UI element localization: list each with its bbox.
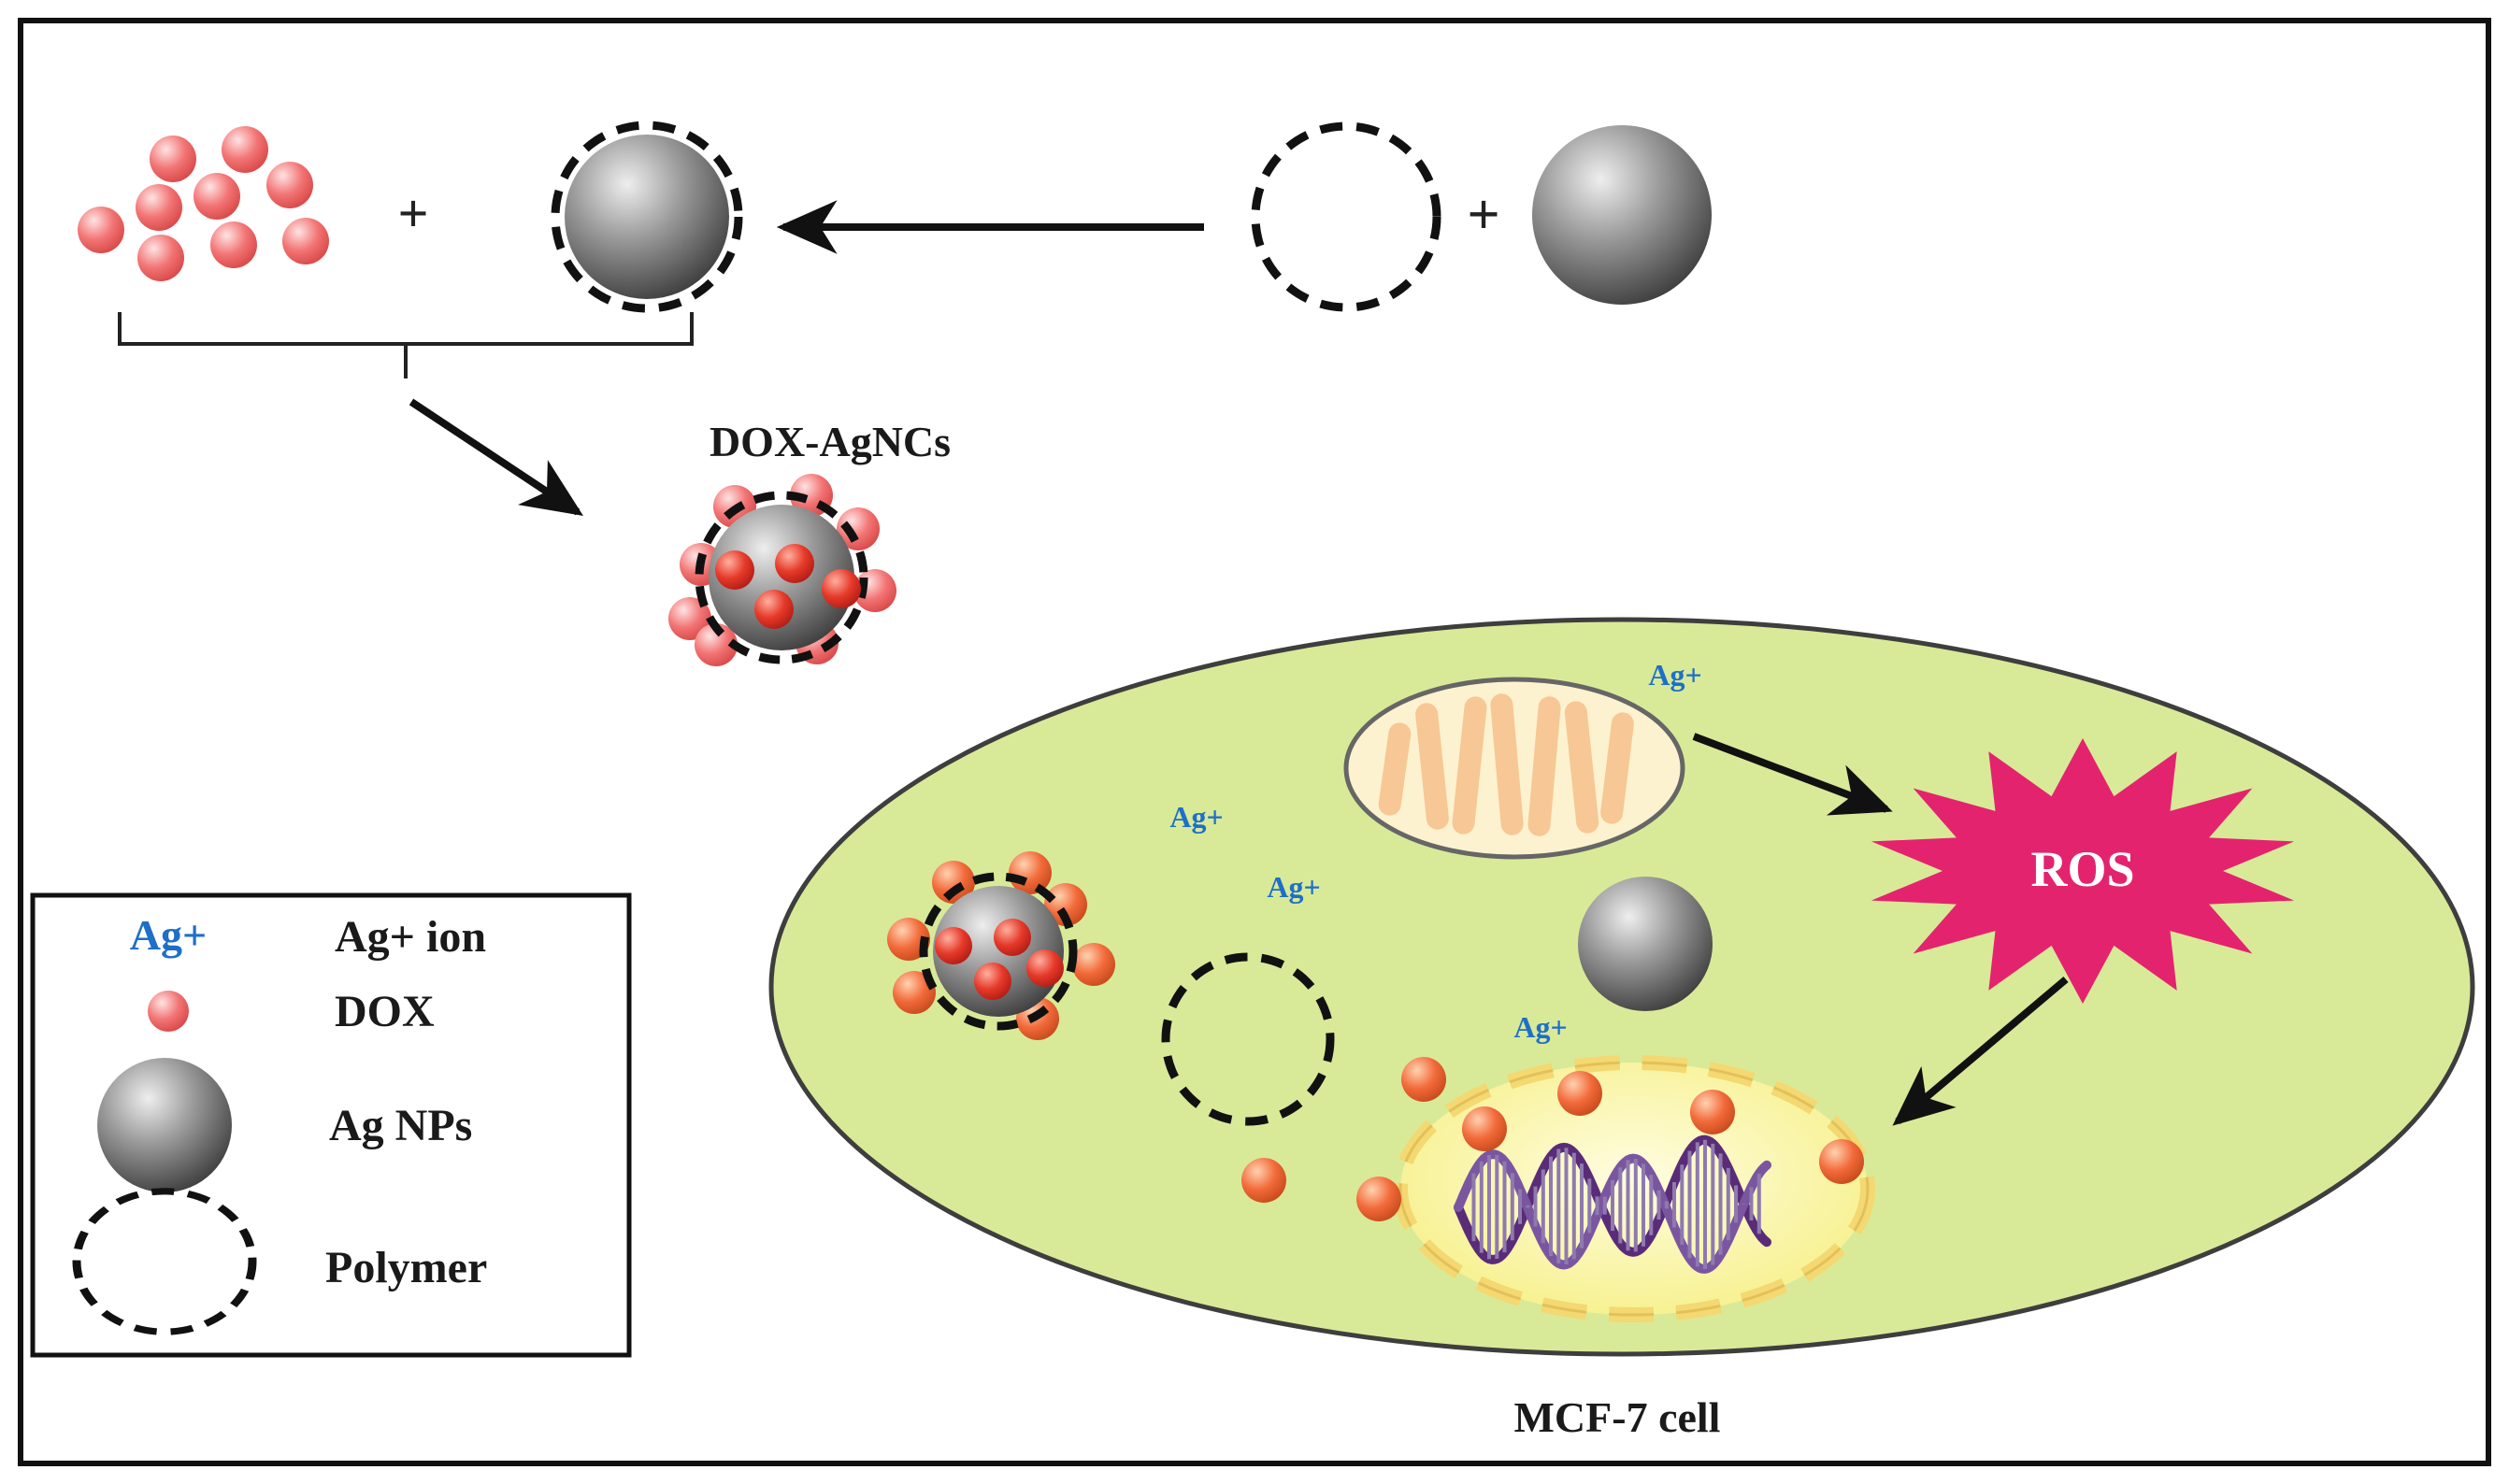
dox-molecule — [1241, 1158, 1286, 1203]
mito-to-ros-arrow — [1692, 733, 1893, 816]
agnc-core — [933, 886, 1064, 1017]
dox-molecule — [1462, 1106, 1507, 1151]
dox-molecule — [78, 207, 124, 253]
combine-bracket — [118, 312, 694, 378]
dox-molecule — [150, 136, 196, 182]
mitochondrion — [1343, 677, 1685, 860]
dox-molecule — [1401, 1057, 1446, 1102]
ros-burst: ROS — [1871, 738, 2295, 1004]
dox-molecule — [194, 173, 240, 220]
legend-polymer-symbol — [72, 1188, 257, 1335]
legend: Ag+ Ag+ ion DOX Ag NPs Polymer — [30, 892, 632, 1358]
mcf7-cell: ROS Ag+ Ag+ Ag+ Ag+ — [768, 617, 2475, 1357]
ag-ion-label: Ag+ — [1169, 800, 1223, 834]
dox-molecule — [1690, 1090, 1735, 1134]
legend-label-dox: DOX — [335, 987, 435, 1036]
dox-loaded-layer — [935, 919, 1064, 1000]
conjugate-label: DOX-AgNCs — [710, 418, 951, 465]
plus-sign-right: + — [1467, 183, 1499, 247]
ag-ion-label: Ag+ — [1267, 870, 1320, 904]
dox-molecule — [136, 184, 182, 231]
ag-ion-label: Ag+ — [1648, 658, 1701, 692]
empty-polymer-shell — [1161, 952, 1335, 1126]
ag-np-free — [1532, 125, 1712, 305]
polymer-shell — [551, 121, 743, 313]
agnc-polymer-shell — [919, 872, 1078, 1031]
dox-molecule — [266, 162, 313, 208]
ros-to-nucleus-arrow — [1892, 976, 2069, 1126]
dox-molecule — [222, 126, 268, 173]
dox-molecule — [137, 235, 184, 281]
released-ag-np — [1578, 877, 1713, 1011]
legend-ag-np-symbol — [97, 1058, 232, 1192]
dox-cluster — [78, 126, 329, 281]
dox-molecule — [282, 218, 329, 264]
nucleus — [1393, 1055, 1875, 1322]
ag-np-core — [565, 135, 729, 299]
polymer-shell-free — [1251, 121, 1441, 312]
legend-label-ag-ion: Ag+ ion — [335, 912, 486, 962]
dox-loaded-layer — [715, 544, 861, 629]
conjugation-arrow — [409, 398, 584, 516]
cell-label: MCF-7 cell — [1514, 1393, 1721, 1441]
dox-molecule — [210, 221, 257, 268]
legend-label-ag-nps: Ag NPs — [329, 1101, 472, 1150]
legend-ag-ion-symbol: Ag+ — [130, 911, 207, 959]
free-dox-intracellular — [1241, 1057, 1864, 1221]
legend-dox-symbol — [148, 991, 189, 1032]
agnc-polymer-shell — [695, 491, 868, 664]
ros-star-shape — [1871, 738, 2295, 1004]
dox-molecule — [1557, 1071, 1602, 1116]
dox-agnc-intracellular — [887, 851, 1115, 1040]
dox-molecule — [1819, 1139, 1864, 1184]
polymer-coated-ag-np — [551, 121, 743, 313]
dna-double-helix — [1454, 1134, 1771, 1274]
plus-sign-left: + — [397, 183, 428, 244]
ros-label: ROS — [2030, 841, 2134, 897]
legend-label-polymer: Polymer — [325, 1243, 487, 1292]
dox-molecule — [1356, 1177, 1401, 1221]
mitochondrion-cristae — [1378, 693, 1634, 836]
nuclear-envelope-outline — [1398, 1061, 1870, 1317]
ag-ion-label: Ag+ — [1513, 1010, 1567, 1044]
dox-agnc — [668, 474, 896, 666]
